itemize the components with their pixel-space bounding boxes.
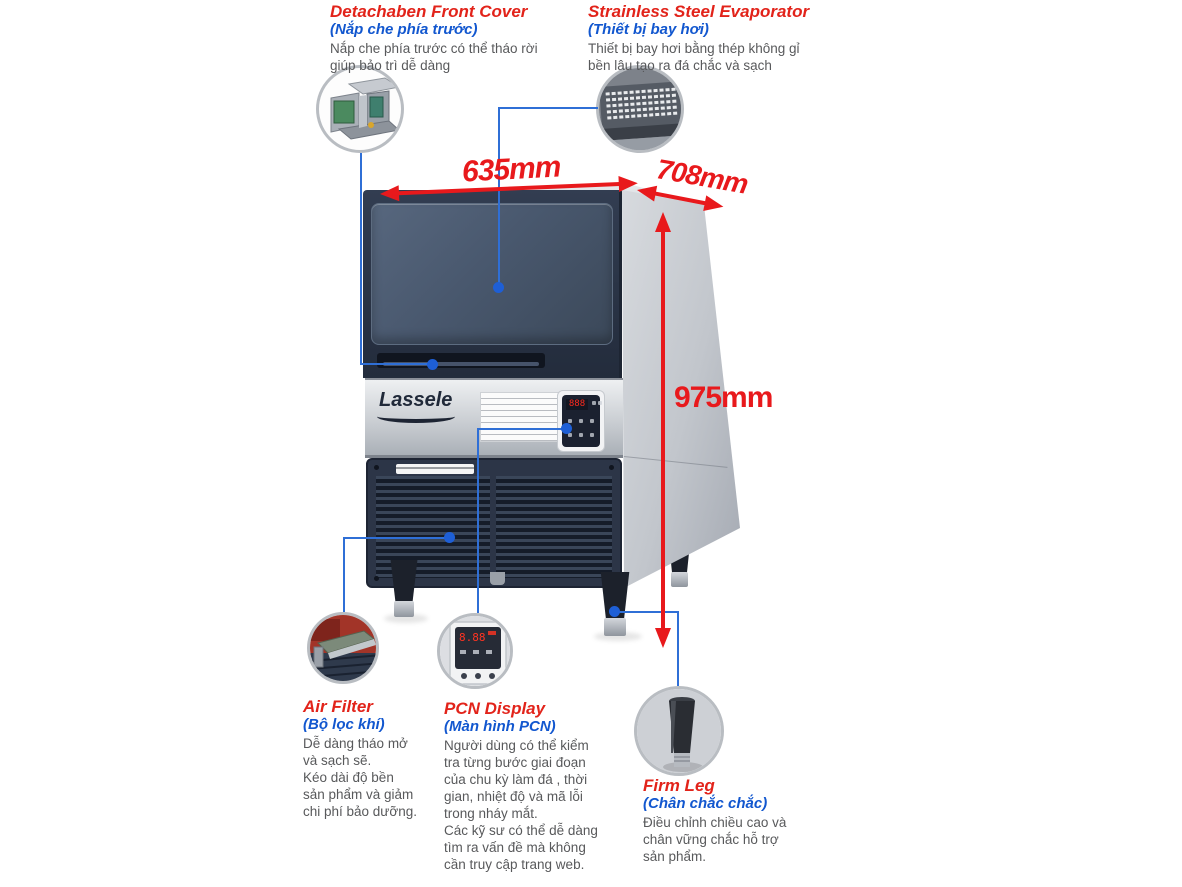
leg-shadow	[384, 614, 428, 623]
air-filter-text-block: Air Filter (Bộ lọc khí) Dễ dàng tháo mở …	[303, 697, 448, 820]
control-panel: 888	[557, 390, 605, 452]
grille-louvers-right	[496, 476, 612, 578]
pcn-display-title: PCN Display	[444, 699, 546, 718]
grille-screw	[374, 465, 379, 470]
pcn-display-description: Người dùng có thể kiểm tra từng bước gia…	[444, 738, 598, 872]
air-filter-title: Air Filter	[303, 697, 373, 716]
connector-pcn-dot	[561, 423, 572, 434]
arrow-shaft	[661, 224, 665, 636]
connector-air-filter-vertical	[343, 537, 345, 612]
drain-fitting	[490, 572, 505, 585]
machine-foot-back-right	[671, 572, 688, 587]
firm-leg-title: Firm Leg	[643, 776, 715, 795]
connector-evaporator-dot	[493, 282, 504, 293]
pcn-display-photo-circle: 8.88	[437, 613, 513, 689]
connector-leg-horizontal	[614, 611, 679, 613]
control-button-icon	[590, 433, 594, 437]
machine-foot-front-left	[394, 601, 414, 617]
connector-pcn-horizontal	[477, 428, 566, 430]
front-cover-description: Nắp che phía trước có thể tháo rời giúp …	[330, 41, 538, 73]
pcn-display-text-block: PCN Display (Màn hình PCN) Người dùng có…	[444, 699, 622, 873]
firm-leg-description: Điều chỉnh chiều cao và chân vững chắc h…	[643, 815, 787, 864]
air-filter-photo-circle	[307, 612, 379, 684]
connector-evaporator-vertical	[498, 107, 500, 288]
front-cover-title: Detachaben Front Cover	[330, 2, 528, 21]
connector-front-cover-horizontal	[360, 363, 433, 365]
arrow-head-right	[618, 175, 639, 192]
evaporator-photo-circle	[596, 65, 684, 153]
brand-logo-swoosh	[377, 410, 455, 423]
evaporator-text-block: Strainless Steel Evaporator (Thiết bị ba…	[588, 2, 850, 74]
control-button-icon	[568, 419, 572, 423]
arrow-head-bottom	[655, 628, 671, 648]
air-filter-description: Dễ dàng tháo mở và sạch sẽ. Kéo dài độ b…	[303, 736, 417, 819]
firm-leg-subtitle: (Chân chắc chắc)	[643, 795, 768, 812]
arrow-head-top	[655, 212, 671, 232]
pcn-display-subtitle: (Màn hình PCN)	[444, 718, 556, 735]
firm-leg-text-block: Firm Leg (Chân chắc chắc) Điều chỉnh chi…	[643, 776, 828, 865]
front-cover-subtitle: (Nắp che phía trước)	[330, 21, 478, 38]
air-filter-subtitle: (Bộ lọc khí)	[303, 716, 385, 733]
firm-leg-photo-icon	[637, 689, 721, 773]
machine-steel-band: Lassele 888	[365, 378, 623, 458]
evaporator-subtitle: (Thiết bị bay hơi)	[588, 21, 709, 38]
grille-label-sticker	[396, 464, 474, 474]
front-cover-text-block: Detachaben Front Cover (Nắp che phía trư…	[330, 2, 582, 74]
connector-leg-vertical	[677, 611, 679, 686]
width-dimension-label: 635mm	[461, 150, 562, 189]
front-cover-diagram-circle	[316, 65, 404, 153]
control-panel-screen: 888	[562, 395, 602, 447]
brand-logo: Lassele	[379, 389, 453, 411]
air-filter-photo-icon	[310, 615, 376, 681]
connector-air-filter-dot	[444, 532, 455, 543]
connector-air-filter-horizontal	[343, 537, 449, 539]
leg-shadow	[594, 632, 642, 641]
grille-screw	[374, 576, 379, 581]
front-cover-door	[371, 203, 613, 345]
height-dimension-label: 975mm	[674, 381, 773, 414]
connector-pcn-vertical	[477, 428, 479, 613]
machine-leg-front-left	[390, 560, 418, 604]
evaporator-description: Thiết bị bay hơi bằng thép không gỉ bền …	[588, 41, 800, 73]
control-button-icon	[568, 433, 572, 437]
connector-evaporator-horizontal	[498, 107, 598, 109]
arrow-head-right	[703, 195, 725, 215]
control-button-icon	[579, 433, 583, 437]
machine-foot-front-right	[604, 618, 626, 636]
grille-screw	[609, 465, 614, 470]
leg-photo-circle	[634, 686, 724, 776]
evaporator-plate-icon	[599, 68, 681, 150]
connector-front-cover-dot	[427, 359, 438, 370]
control-button-icon	[590, 419, 594, 423]
height-dimension-arrow	[655, 212, 671, 648]
connector-leg-dot	[609, 606, 620, 617]
front-cover-cad-icon	[330, 77, 401, 140]
pcn-display-photo-icon: 8.88	[440, 616, 510, 686]
control-led-display: 888	[566, 399, 588, 410]
evaporator-title: Strainless Steel Evaporator	[588, 2, 810, 21]
control-button-icon	[579, 419, 583, 423]
svg-text:8.88: 8.88	[459, 631, 486, 644]
machine-upper-housing	[363, 190, 622, 378]
control-indicator-dot	[598, 401, 602, 405]
connector-front-cover-vertical	[360, 153, 362, 365]
door-handle-lip	[383, 362, 539, 366]
control-indicator-dot	[592, 401, 596, 405]
